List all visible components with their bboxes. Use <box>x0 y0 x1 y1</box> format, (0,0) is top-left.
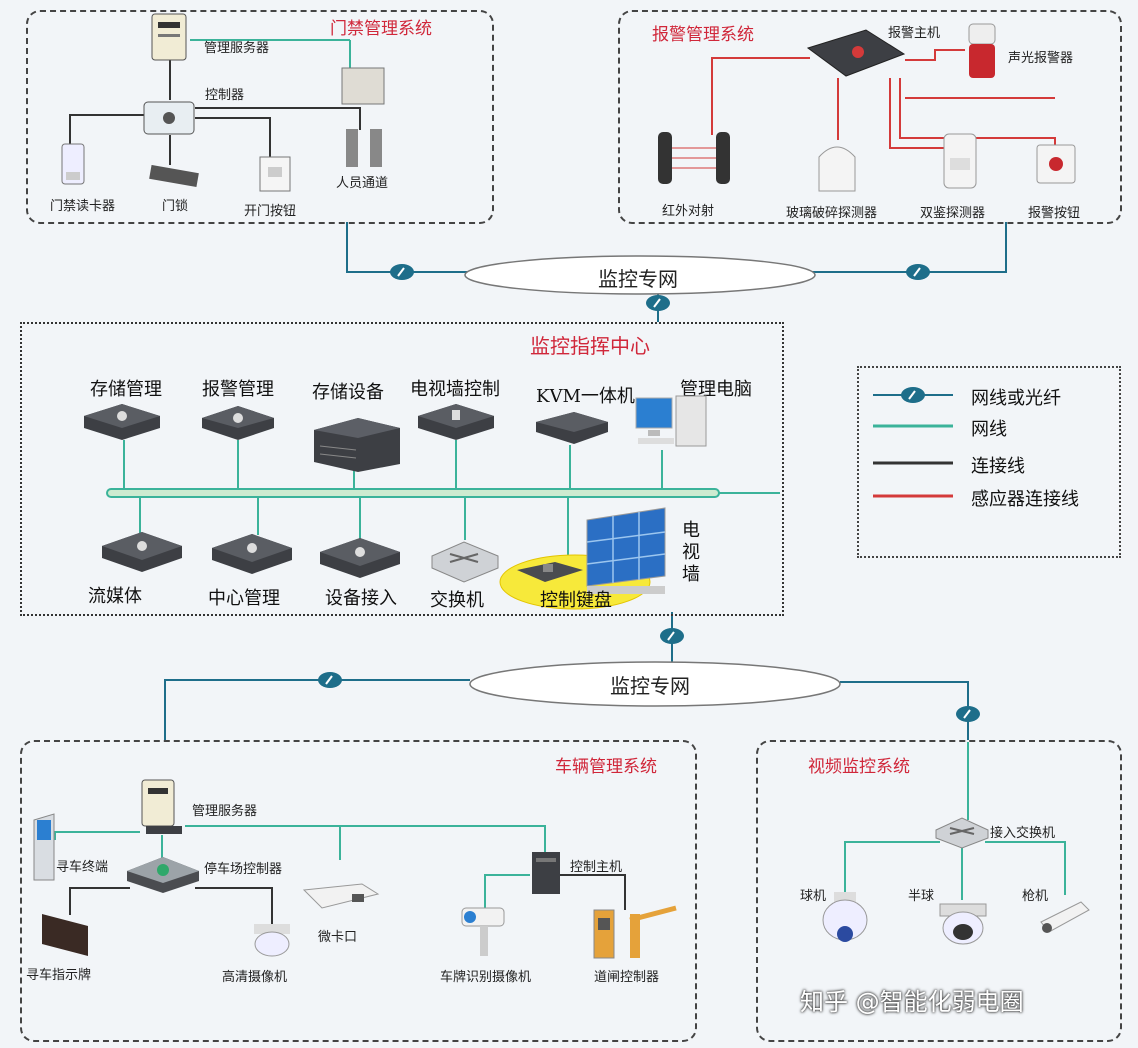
control-keyboard-device <box>515 560 585 590</box>
vehicle-system-title: 车辆管理系统 <box>555 757 657 777</box>
storage-device <box>312 416 402 478</box>
parking-controller-label: 停车场控制器 <box>204 862 283 877</box>
center-bottom-label-3: 交换机 <box>430 590 484 611</box>
guide-sign-label: 寻车指示牌 <box>26 968 92 983</box>
plate-camera-label: 车牌识别摄像机 <box>440 970 532 985</box>
hd-camera-label: 高清摄像机 <box>222 970 288 985</box>
alarm-button-label: 报警按钮 <box>1028 206 1081 221</box>
bullet-camera-label: 枪机 <box>1022 889 1049 904</box>
half-dome-label: 半球 <box>908 889 935 904</box>
kvm-device <box>534 410 610 450</box>
legend-item-1: 网线 <box>971 419 1007 440</box>
streaming-device <box>100 530 184 578</box>
plate-camera-device <box>458 902 510 964</box>
parking-controller-device <box>125 855 201 899</box>
bullet-camera-device <box>1035 896 1093 944</box>
server-device <box>150 12 190 66</box>
alarm-button-device <box>1035 143 1077 189</box>
device-access-device <box>318 536 404 584</box>
glass-detector-device <box>815 137 859 199</box>
alarm-host-device <box>806 28 906 84</box>
dome-camera-device <box>820 890 870 956</box>
dome-camera-label: 球机 <box>800 889 827 904</box>
gate-controller-device <box>590 904 680 964</box>
alarm-system-box <box>618 10 1122 224</box>
vehicle-server-label: 管理服务器 <box>192 804 258 819</box>
network-cloud-top <box>464 255 816 295</box>
center-top-label-1: 报警管理 <box>202 379 274 400</box>
center-bottom-label-4: 控制键盘 <box>540 590 612 611</box>
open-button-device <box>258 155 292 197</box>
switch-device <box>430 540 500 588</box>
center-bottom-label-1: 中心管理 <box>208 588 280 609</box>
command-center-box <box>20 322 784 616</box>
network-label-bottom: 监控专网 <box>610 674 690 698</box>
vehicle-server-device <box>138 778 186 840</box>
siren-device <box>965 22 999 86</box>
video-system-box <box>756 740 1122 1042</box>
glass-detector-label: 玻璃破碎探测器 <box>786 206 878 221</box>
turnstile-label: 人员通道 <box>336 176 389 191</box>
command-center-title: 监控指挥中心 <box>530 334 650 358</box>
alarm-system-title: 报警管理系统 <box>652 25 754 45</box>
access-switch-device <box>934 816 990 854</box>
legend-item-0: 网线或光纤 <box>971 388 1061 409</box>
turnstile-panel-device <box>340 66 386 110</box>
bayonet-label: 微卡口 <box>318 930 358 945</box>
access-system-box <box>26 10 494 224</box>
legend-swatches <box>873 387 953 498</box>
infrared-device <box>654 130 734 192</box>
center-top-label-0: 存储管理 <box>90 379 162 400</box>
center-top-label-3: 电视墙控制 <box>410 379 500 400</box>
center-top-label-5: 管理电脑 <box>680 379 752 400</box>
tv-wall-label: 电视墙 <box>682 520 700 585</box>
access-switch-label: 接入交换机 <box>990 826 1056 841</box>
controller-label: 控制器 <box>205 88 245 103</box>
bayonet-device <box>302 882 380 916</box>
network-label-top: 监控专网 <box>598 267 678 291</box>
tv-wall-control-device <box>416 402 496 446</box>
control-host-device <box>528 850 564 900</box>
card-reader-device <box>58 142 88 196</box>
center-top-label-4: KVM一体机 <box>536 386 635 407</box>
network-cloud-bottom <box>469 661 841 707</box>
turnstile-device <box>340 125 390 174</box>
tv-wall-device <box>585 506 670 602</box>
card-reader-label: 门禁读卡器 <box>50 199 116 214</box>
guide-sign-device <box>40 912 92 962</box>
legend: 网线或光纤 网线 连接线 感应器连接线 <box>857 366 1121 558</box>
center-mgmt-device <box>210 532 294 580</box>
center-top-label-2: 存储设备 <box>312 382 384 403</box>
open-button-label: 开门按钮 <box>244 204 297 219</box>
vehicle-system-box <box>20 740 697 1042</box>
alarm-host-label: 报警主机 <box>888 26 941 41</box>
video-system-title: 视频监控系统 <box>808 757 910 777</box>
alarm-mgmt-device <box>200 404 276 446</box>
dual-detector-device <box>942 132 978 196</box>
gate-controller-label: 道闸控制器 <box>594 970 660 985</box>
control-host-label: 控制主机 <box>570 860 623 875</box>
lock-label: 门锁 <box>162 199 189 214</box>
hd-camera-device <box>252 922 292 964</box>
half-dome-device <box>936 896 990 954</box>
legend-item-2: 连接线 <box>971 456 1025 477</box>
legend-item-3: 感应器连接线 <box>971 489 1079 510</box>
access-server-label: 管理服务器 <box>204 41 270 56</box>
storage-mgmt-device <box>82 402 162 446</box>
watermark: 知乎 @智能化弱电圈 <box>800 988 1024 1016</box>
controller-device <box>142 98 197 142</box>
center-bottom-label-2: 设备接入 <box>325 588 397 609</box>
infrared-label: 红外对射 <box>662 204 715 219</box>
siren-label: 声光报警器 <box>1008 51 1074 66</box>
lock-device <box>148 164 203 194</box>
terminal-device <box>30 812 60 888</box>
access-system-title: 门禁管理系统 <box>330 19 432 39</box>
dual-detector-label: 双鉴探测器 <box>920 206 986 221</box>
management-pc-device <box>634 394 714 456</box>
center-bottom-label-0: 流媒体 <box>88 586 142 607</box>
terminal-label: 寻车终端 <box>56 860 109 875</box>
